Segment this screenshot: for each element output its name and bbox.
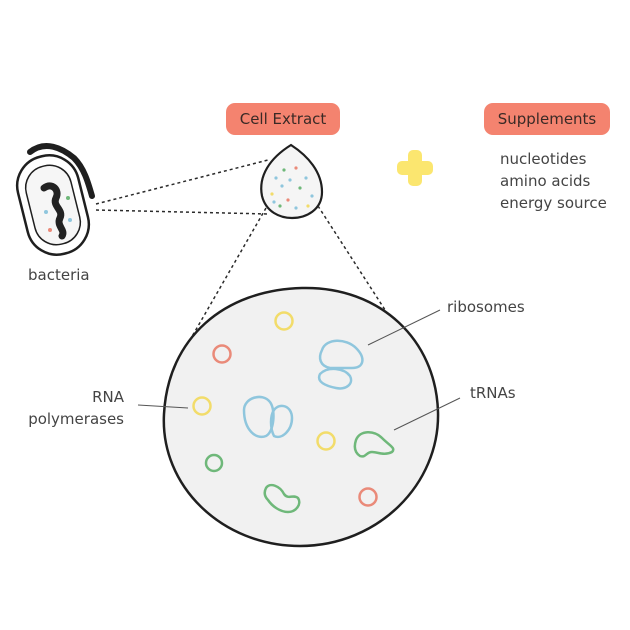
connector-line (95, 159, 269, 205)
polymerases-leader-line (137, 404, 189, 409)
supplements-list: nucleotides amino acids energy source (500, 148, 607, 214)
polymerase-icon (316, 431, 336, 451)
cell-extract-label: Cell Extract (226, 103, 340, 135)
polymerase-icon (274, 311, 294, 331)
trna-icon (353, 431, 395, 458)
plus-icon (397, 150, 433, 186)
ribosomes-leader-line (367, 309, 441, 346)
rna-polymerases-line: polymerases (28, 410, 124, 428)
bacteria-label: bacteria (28, 266, 90, 284)
connector-line (317, 205, 399, 331)
rna-polymerases-line: RNA (92, 388, 124, 406)
polymerase-icon (192, 396, 212, 416)
trna-icon (263, 483, 301, 514)
trnas-label: tRNAs (470, 384, 516, 402)
ribosomes-label: ribosomes (447, 298, 525, 316)
magnified-extract-circle (162, 286, 440, 548)
supplement-item: nucleotides (500, 150, 587, 168)
cell-extract-droplet-icon (260, 143, 324, 220)
connector-line (189, 207, 267, 341)
bacterium-icon (15, 142, 95, 256)
green-ring-icon (204, 453, 224, 473)
supplement-item: amino acids (500, 172, 591, 190)
ribosome-icon (317, 339, 364, 390)
supplements-label: Supplements (484, 103, 610, 135)
red-ring-icon (212, 344, 232, 364)
supplement-item: energy source (500, 194, 607, 212)
rna-polymerases-label: RNA polymerases (20, 386, 124, 430)
ribosome-icon (242, 395, 294, 439)
trnas-leader-line (393, 397, 461, 431)
connector-line (95, 209, 269, 215)
red-ring-icon (358, 487, 378, 507)
